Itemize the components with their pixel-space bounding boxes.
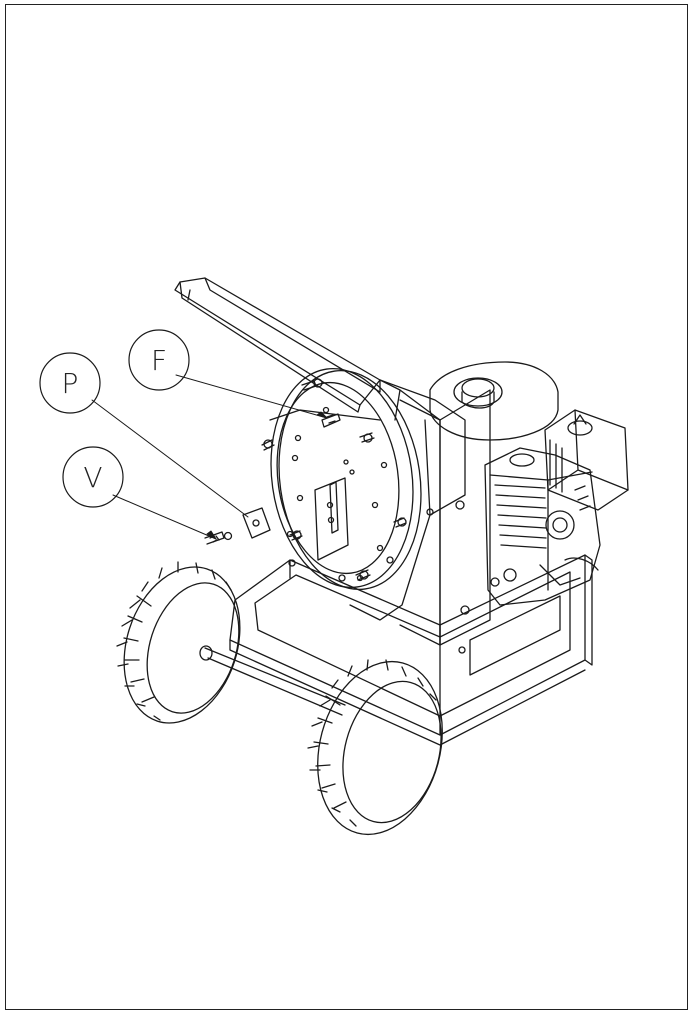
callout-p-circle xyxy=(39,352,101,414)
fuel-tank xyxy=(429,361,559,441)
leader-f xyxy=(175,374,328,419)
leader-v xyxy=(112,494,217,540)
callout-balloons xyxy=(39,329,190,508)
callout-p-label: P xyxy=(62,367,79,400)
engine-block xyxy=(484,447,601,606)
callout-f-circle xyxy=(128,329,190,391)
hopper-chute xyxy=(174,277,381,413)
callout-v-label: V xyxy=(83,461,102,494)
leader-lines xyxy=(91,374,328,540)
knife-blade xyxy=(321,413,341,428)
exploded-parts xyxy=(204,413,341,545)
leader-p xyxy=(91,399,249,518)
housing-bolts xyxy=(261,378,434,582)
rotor-disc xyxy=(270,367,422,591)
clamp-plate xyxy=(242,507,271,539)
callout-f-label: F xyxy=(151,344,167,377)
engine-mount-box xyxy=(399,389,491,654)
page-border xyxy=(5,4,688,1010)
callout-v-circle xyxy=(62,446,124,508)
air-filter xyxy=(544,409,629,511)
left-wheel xyxy=(116,561,241,724)
base-frame xyxy=(229,554,593,746)
front-wheel xyxy=(307,659,443,836)
